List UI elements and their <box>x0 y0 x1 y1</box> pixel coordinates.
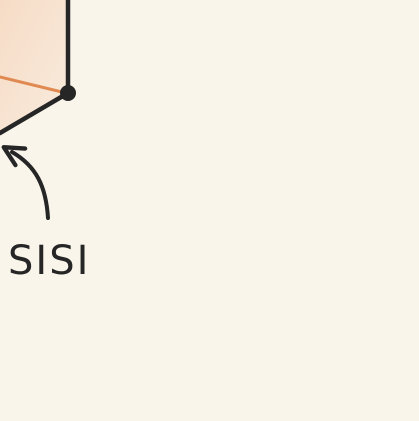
lower-edge <box>0 90 71 136</box>
solid-face <box>0 0 68 133</box>
pointer-arrow <box>1 144 50 220</box>
accent-edge <box>0 75 68 95</box>
vertex-point <box>60 85 76 101</box>
vertex-label: SISI <box>8 238 90 284</box>
